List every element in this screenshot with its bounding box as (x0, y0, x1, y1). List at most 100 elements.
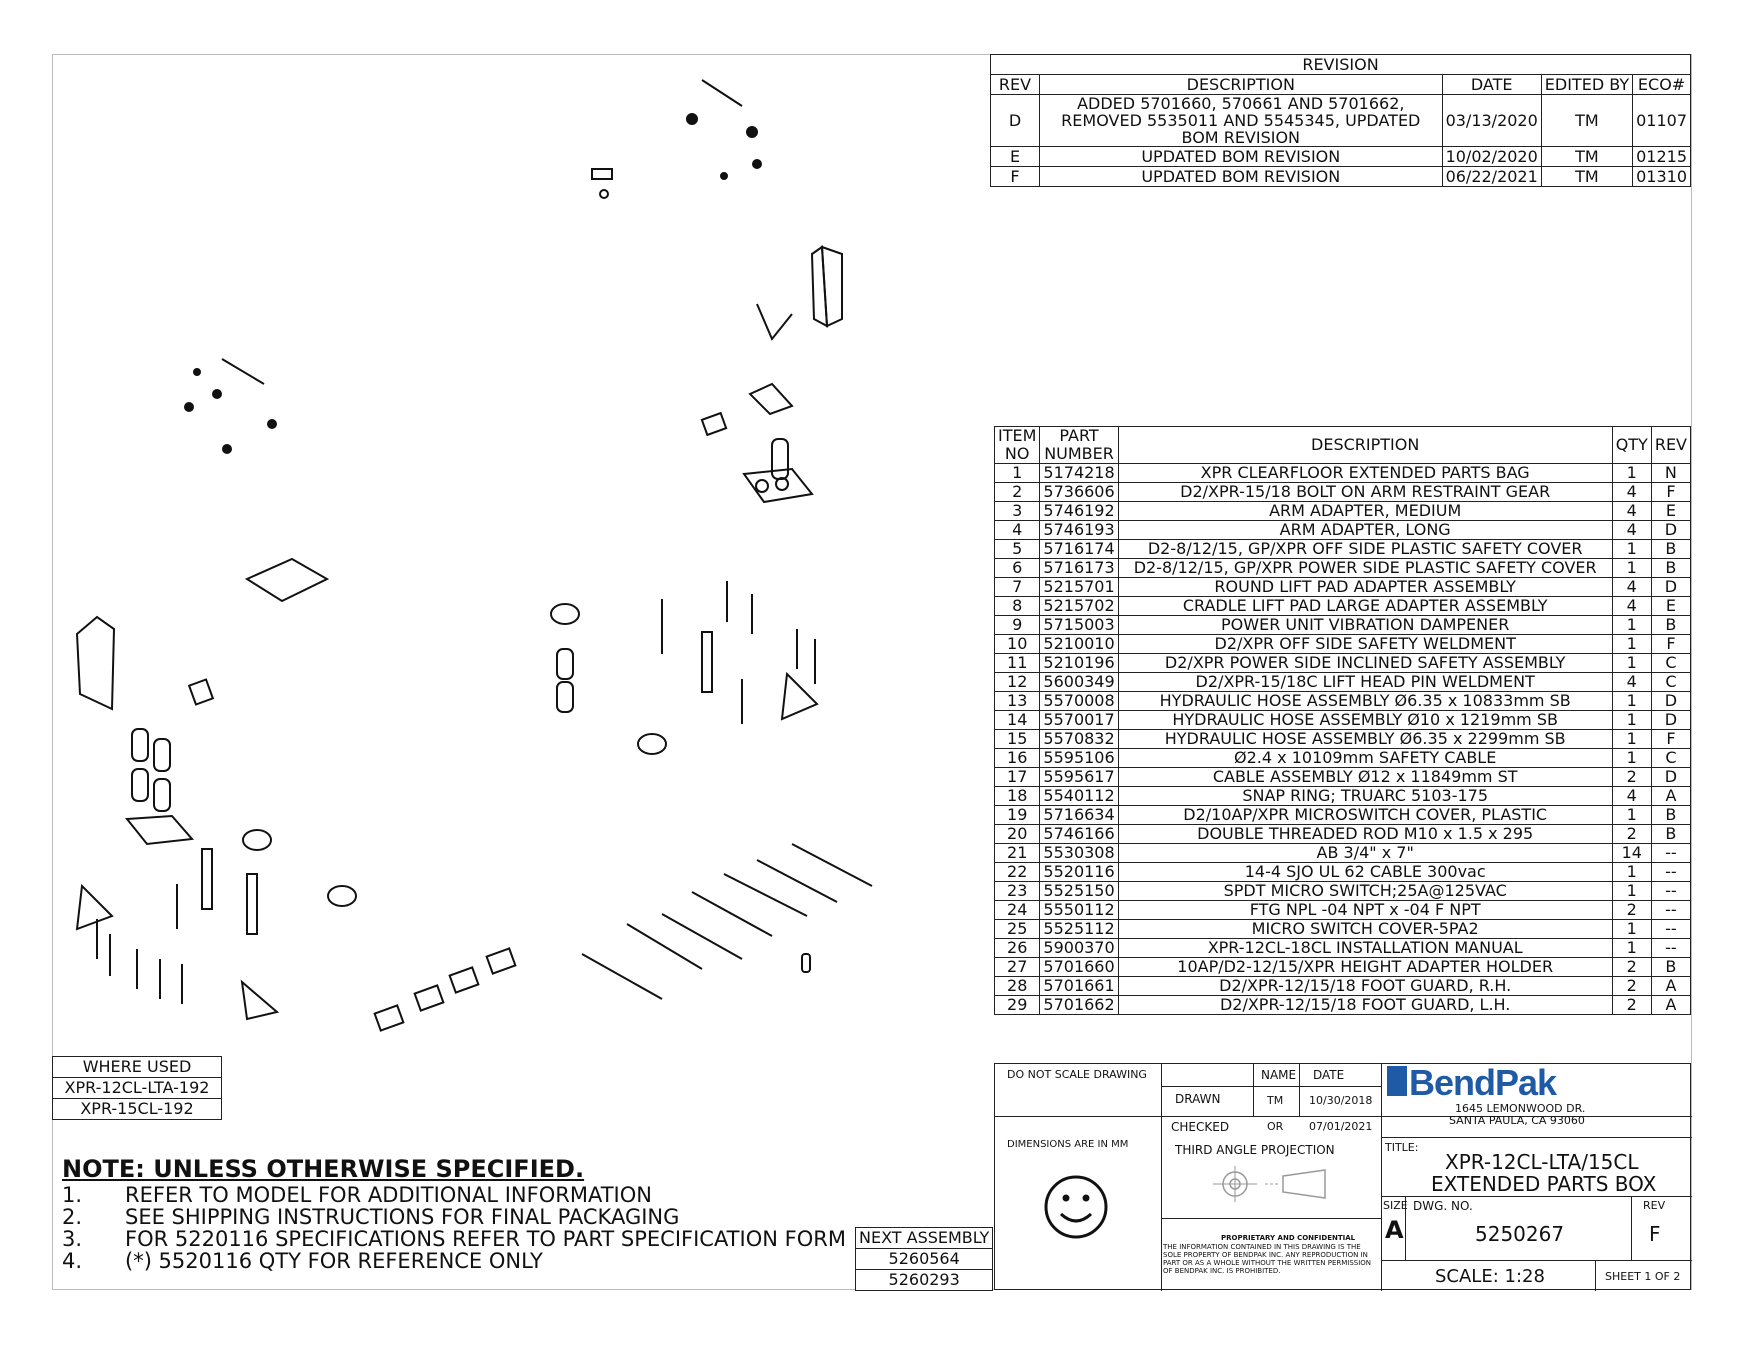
bom-cell-qty: 1 (1611, 463, 1652, 483)
bom-cell-item: 22 (993, 862, 1041, 882)
rev-value: F (1649, 1222, 1661, 1246)
nut-part (752, 159, 762, 169)
smiley-icon (1044, 1175, 1108, 1239)
bom-cell-qty: 1 (1611, 805, 1652, 825)
bom-cell-item: 28 (993, 976, 1041, 996)
drawn-label: DRAWN (1175, 1092, 1221, 1106)
dwg-no-value: 5250267 (1475, 1222, 1565, 1246)
revision-table: REVISION REV DESCRIPTION DATE EDITED BY … (990, 54, 1691, 187)
nut-part (193, 368, 201, 376)
sheet-value: SHEET 1 OF 2 (1605, 1270, 1681, 1283)
revision-row: E UPDATED BOM REVISION 10/02/2020 TM 012… (990, 146, 1691, 167)
bom-cell-rev: D (1650, 520, 1692, 540)
address-line-1: 1645 LEMONWOOD DR. (1455, 1102, 1586, 1115)
third-angle-projection-icon (1213, 1166, 1326, 1202)
cradle-pad-part (373, 1004, 405, 1032)
checked-date: 07/01/2021 (1309, 1120, 1373, 1133)
adapter-part (153, 778, 171, 812)
bom-cell-desc: D2/XPR-15/18C LIFT HEAD PIN WELDMENT (1117, 672, 1613, 692)
bom-cell-part: 5215701 (1039, 577, 1119, 597)
bom-cell-item: 3 (993, 501, 1041, 521)
bom-cell-item: 13 (993, 691, 1041, 711)
bom-cell-qty: 1 (1611, 653, 1652, 673)
manual-part (244, 557, 330, 603)
bom-cell-desc: D2/XPR-15/18 BOLT ON ARM RESTRAINT GEAR (1117, 482, 1613, 502)
bracket-part (748, 382, 794, 416)
bom-cell-desc: CRADLE LIFT PAD LARGE ADAPTER ASSEMBLY (1117, 596, 1613, 616)
bom-cell-rev: -- (1650, 900, 1692, 920)
bom-cell-part: 5746166 (1039, 824, 1119, 844)
bom-cell-desc: AB 3/4" x 7" (1117, 843, 1613, 863)
bom-cell-item: 24 (993, 900, 1041, 920)
revision-header-description: DESCRIPTION (1039, 74, 1443, 95)
revision-date: 10/02/2020 (1441, 146, 1542, 167)
bom-header-rev: REV (1650, 426, 1692, 464)
bom-cell-rev: C (1650, 672, 1692, 692)
bom-cell-qty: 2 (1611, 976, 1652, 996)
bom-cell-qty: 2 (1611, 767, 1652, 787)
bom-cell-part: 5701662 (1039, 995, 1119, 1015)
notes-section: NOTE: UNLESS OTHERWISE SPECIFIED. 1.REFE… (62, 1157, 846, 1272)
title-block: DO NOT SCALE DRAWING NAME DATE DRAWN TM … (994, 1062, 1692, 1291)
bom-cell-desc: MICRO SWITCH COVER-5PA2 (1117, 919, 1613, 939)
bom-cell-rev: -- (1650, 862, 1692, 882)
bom-cell-desc: D2/XPR POWER SIDE INCLINED SAFETY ASSEMB… (1117, 653, 1613, 673)
bom-cell-part: 5174218 (1039, 463, 1119, 483)
bom-cell-qty: 4 (1611, 596, 1652, 616)
bom-cell-qty: 4 (1611, 786, 1652, 806)
bom-cell-rev: D (1650, 710, 1692, 730)
bom-cell-item: 21 (993, 843, 1041, 863)
bom-cell-rev: F (1650, 482, 1692, 502)
bom-cell-item: 19 (993, 805, 1041, 825)
drawn-name: TM (1267, 1094, 1284, 1107)
bom-cell-desc: Ø2.4 x 10109mm SAFETY CABLE (1117, 748, 1613, 768)
bom-cell-desc: POWER UNIT VIBRATION DAMPENER (1117, 615, 1613, 635)
bom-cell-part: 5600349 (1039, 672, 1119, 692)
bom-cell-item: 8 (993, 596, 1041, 616)
bom-cell-rev: C (1650, 748, 1692, 768)
cable-part (581, 953, 663, 1000)
checked-name: OR (1267, 1120, 1284, 1133)
bom-cell-desc: XPR CLEARFLOOR EXTENDED PARTS BAG (1117, 463, 1613, 483)
cradle-pad-part (448, 966, 480, 994)
bom-cell-part: 5595617 (1039, 767, 1119, 787)
bom-header-description: DESCRIPTION (1117, 426, 1613, 464)
bom-cell-item: 7 (993, 577, 1041, 597)
bom-cell-qty: 1 (1611, 919, 1652, 939)
next-assembly-title: NEXT ASSEMBLY (854, 1227, 994, 1249)
bom-cell-part: 5210010 (1039, 634, 1119, 654)
bom-cell-rev: B (1650, 615, 1692, 635)
bendpak-logo: BendPak (1409, 1062, 1557, 1103)
adapter-part (131, 728, 149, 762)
nut-part (746, 126, 758, 138)
bom-cell-rev: F (1650, 634, 1692, 654)
bom-cell-qty: 1 (1611, 634, 1652, 654)
safety-cover-part (810, 245, 829, 328)
bom-cell-desc: ARM ADAPTER, LONG (1117, 520, 1613, 540)
bom-cell-desc: D2/XPR-12/15/18 FOOT GUARD, R.H. (1117, 976, 1613, 996)
bom-cell-part: 5210196 (1039, 653, 1119, 673)
bom-cell-item: 10 (993, 634, 1041, 654)
bom-cell-qty: 4 (1611, 672, 1652, 692)
adapter-part (556, 648, 574, 680)
fitting-part (801, 953, 811, 973)
where-used-item: XPR-12CL-LTA-192 (52, 1077, 222, 1099)
holder-part (125, 814, 195, 846)
address-line-2: SANTA PAULA, CA 93060 (1449, 1114, 1585, 1127)
bom-cell-item: 15 (993, 729, 1041, 749)
bom-cell-part: 5525150 (1039, 881, 1119, 901)
bom-cell-item: 4 (993, 520, 1041, 540)
foot-guard-part (780, 671, 819, 721)
lift-pad-part (550, 603, 580, 625)
